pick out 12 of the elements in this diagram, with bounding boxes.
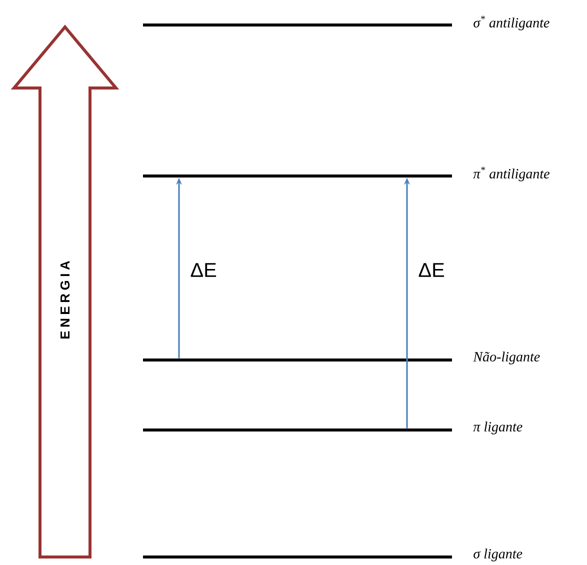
- level-label: σ ligante: [474, 548, 522, 562]
- level-label: π ligante: [473, 422, 522, 434]
- energy-level: [143, 24, 452, 26]
- level-label: π$^{*}$ antiligante: [473, 166, 550, 182]
- edge-label: ΔE: [418, 263, 444, 277]
- energy-level: [143, 428, 452, 432]
- energy-level: [143, 556, 452, 558]
- energy-level: [143, 358, 452, 362]
- edge-label: ΔE: [190, 263, 216, 277]
- energy-level: [143, 174, 452, 178]
- level-label: Não-ligante: [473, 352, 540, 364]
- level-label: σ$^{*}$ antiligante: [474, 16, 550, 30]
